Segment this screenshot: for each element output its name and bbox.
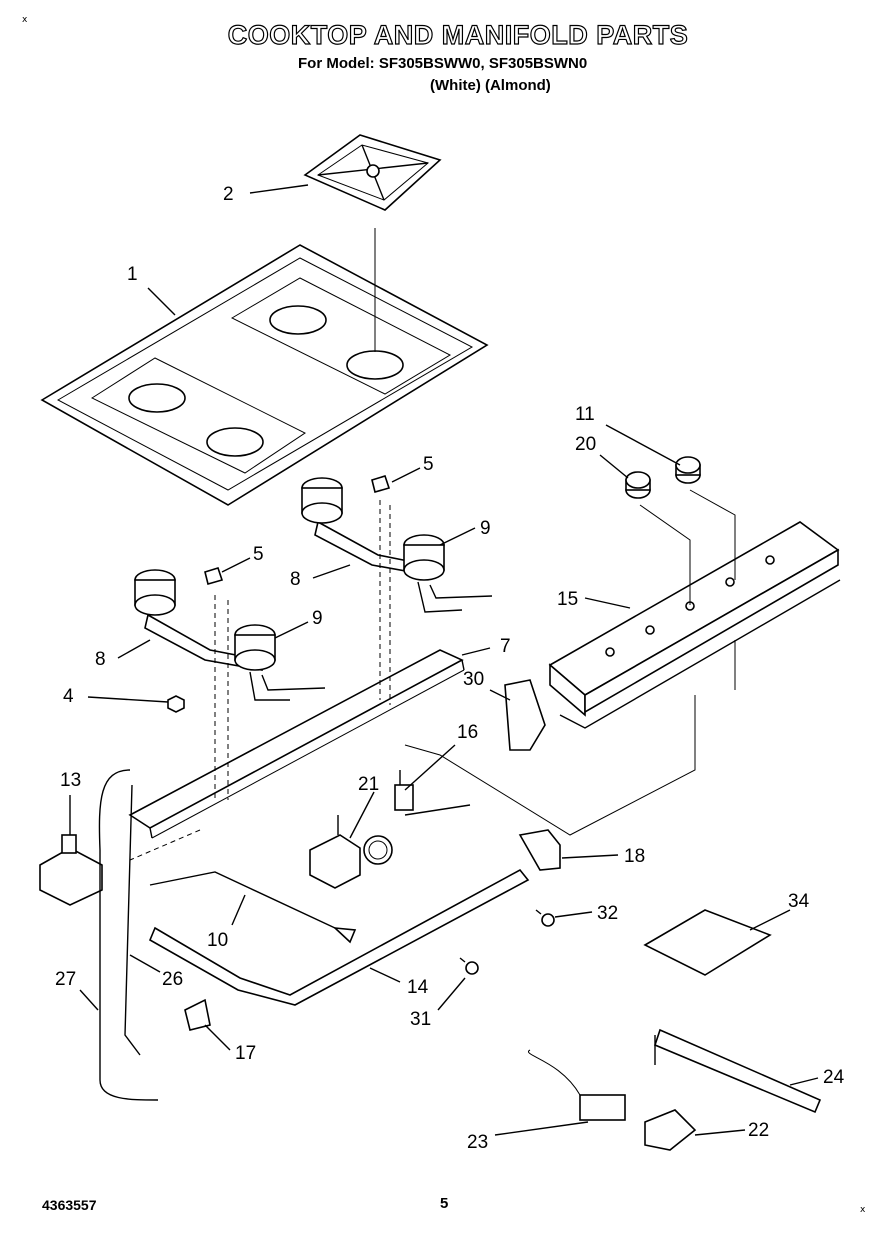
regulator-21 bbox=[309, 815, 393, 889]
callout-9-left: 9 bbox=[312, 608, 323, 629]
corner-mark-top-left: x bbox=[22, 15, 28, 25]
callout-22: 22 bbox=[748, 1120, 769, 1141]
callout-1: 1 bbox=[127, 264, 138, 285]
callout-17: 17 bbox=[235, 1043, 256, 1064]
valve-22 bbox=[644, 1109, 697, 1151]
callout-30: 30 bbox=[463, 669, 484, 690]
nut bbox=[167, 695, 185, 713]
burner-grate bbox=[303, 134, 442, 211]
callout-27: 27 bbox=[55, 969, 76, 990]
callout-5-left: 5 bbox=[253, 544, 264, 565]
bracket-18 bbox=[518, 829, 561, 871]
callout-14: 14 bbox=[407, 977, 429, 998]
tube-10 bbox=[149, 871, 351, 936]
callout-8-left: 8 bbox=[95, 649, 106, 670]
callout-7: 7 bbox=[500, 636, 511, 657]
callout-21: 21 bbox=[358, 774, 379, 795]
callout-34: 34 bbox=[788, 891, 810, 912]
igniter-23 bbox=[579, 1094, 626, 1121]
pipe-24 bbox=[654, 1028, 822, 1114]
callout-31: 31 bbox=[410, 1009, 431, 1030]
burner-assembly-right bbox=[301, 477, 493, 613]
valve-16 bbox=[394, 770, 471, 816]
callout-4: 4 bbox=[63, 686, 74, 707]
callout-10: 10 bbox=[207, 930, 228, 951]
callout-2: 2 bbox=[223, 184, 234, 205]
screw-32 bbox=[535, 909, 555, 927]
manifold-pipe bbox=[148, 868, 530, 1006]
tube-10-fitting bbox=[332, 926, 357, 944]
model-line: For Model: SF305BSWW0, SF305BSWN0 bbox=[298, 55, 588, 72]
burner-clip-left bbox=[204, 567, 224, 585]
bracket-17 bbox=[184, 998, 211, 1031]
corner-mark-bottom-right: x bbox=[860, 1205, 866, 1215]
callout-20: 20 bbox=[575, 434, 596, 455]
callout-5-right: 5 bbox=[423, 454, 434, 475]
page-number: 5 bbox=[440, 1195, 449, 1212]
callout-16: 16 bbox=[457, 722, 478, 743]
burner-support bbox=[128, 649, 465, 839]
pressure-regulator-13 bbox=[39, 834, 103, 906]
callout-26: 26 bbox=[162, 969, 183, 990]
document-number: 4363557 bbox=[42, 1197, 97, 1213]
callout-15: 15 bbox=[557, 589, 578, 610]
burner-assembly-left bbox=[134, 569, 326, 701]
callout-arrows bbox=[69, 184, 819, 1136]
callout-8-right: 8 bbox=[290, 569, 301, 590]
callout-24: 24 bbox=[823, 1067, 845, 1088]
callout-13: 13 bbox=[60, 770, 81, 791]
burner-clip-right bbox=[371, 475, 391, 493]
color-variants: (White) (Almond) bbox=[430, 77, 551, 94]
instruction-sheet bbox=[643, 909, 772, 976]
cooktop bbox=[40, 228, 489, 506]
callout-labels: 2 1 5 5 7 8 8 9 9 4 10 11 20 13 14 15 16… bbox=[55, 184, 845, 1153]
bracket-30 bbox=[504, 679, 546, 751]
callout-18: 18 bbox=[624, 846, 645, 867]
screw-31 bbox=[459, 957, 479, 975]
gas-tube-26 bbox=[124, 784, 141, 1056]
callout-32: 32 bbox=[597, 903, 618, 924]
gas-tube-27 bbox=[98, 769, 159, 1101]
manifold-panel bbox=[548, 521, 841, 729]
callout-23: 23 bbox=[467, 1132, 488, 1153]
knob-11 bbox=[675, 456, 701, 484]
knob-20 bbox=[625, 471, 651, 499]
callout-11: 11 bbox=[575, 404, 595, 425]
callout-9-right: 9 bbox=[480, 518, 491, 539]
page-title: COOKTOP AND MANIFOLD PARTS bbox=[227, 19, 689, 50]
